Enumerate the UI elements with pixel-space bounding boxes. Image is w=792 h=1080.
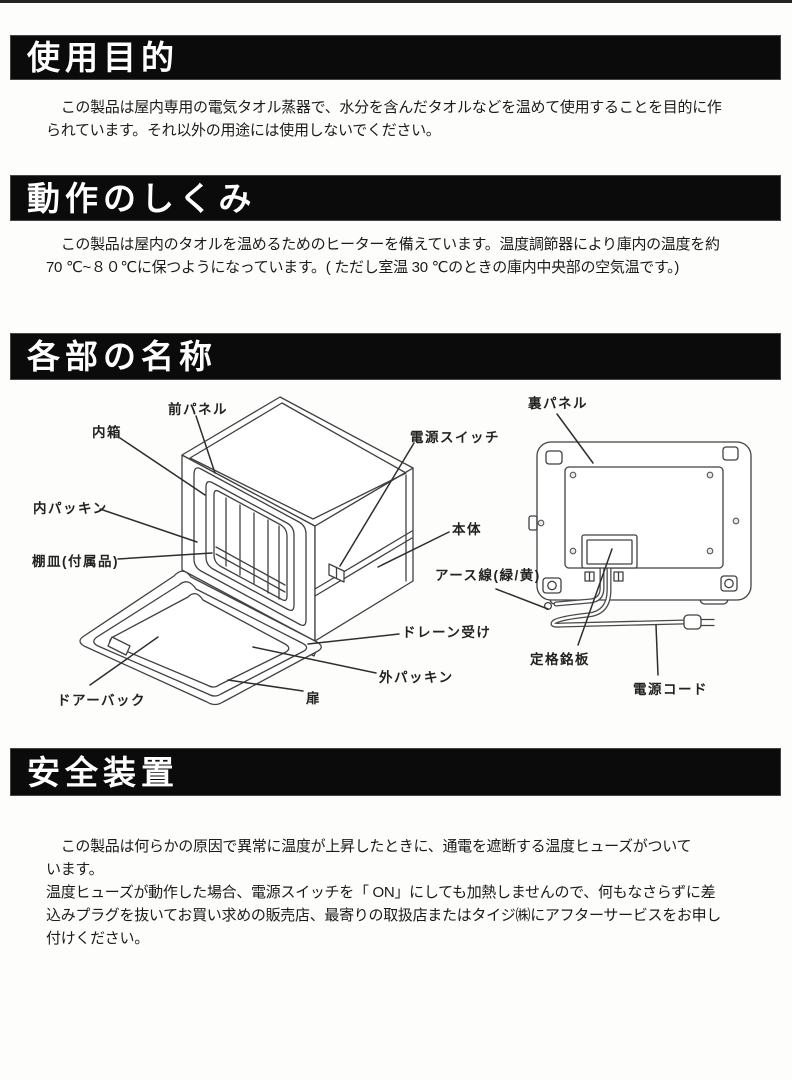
label-door: 扉 — [306, 691, 321, 706]
safety-line-2: います。 — [46, 861, 104, 878]
section-title-mechanism: 動作のしくみ — [27, 179, 257, 217]
safety-paragraph: この製品は何らかの原因で異常に温度が上昇したときに、通電を遮断する温度ヒューズが… — [46, 835, 756, 950]
label-earth-wire: アース線(緑/黄) — [435, 568, 541, 583]
safety-line-5: 付けください。 — [46, 930, 149, 947]
label-shelf-plate: 棚皿(付属品) — [32, 554, 119, 569]
label-inner-packing: 内パッキン — [33, 501, 108, 516]
label-front-panel: 前パネル — [168, 402, 228, 417]
power-switch-part — [328, 563, 345, 583]
mechanism-line-2: 70 ℃~８０℃に保つようになっています。( ただし室温 30 ℃のときの庫内中… — [46, 259, 680, 276]
section-title-purpose: 使用目的 — [27, 39, 179, 76]
cords — [543, 565, 687, 628]
steamer-front-view — [79, 396, 414, 706]
section-banner-purpose: 使用目的 — [10, 35, 781, 80]
rating-plate-part — [581, 534, 638, 569]
safety-line-4: 込みプラグを抜いてお買い求めの販売店、最寄りの取扱店またはタイジ㈱にアフターサー… — [46, 907, 722, 924]
label-rating-plate: 定格銘板 — [530, 652, 590, 667]
section-banner-parts: 各部の名称 — [10, 333, 781, 380]
mechanism-paragraph: この製品は屋内のタオルを温めるためのヒーターを備えています。温度調節器により庫内… — [46, 233, 756, 279]
plug-part — [683, 614, 715, 630]
parts-diagram: 前パネル 内箱 内パッキン 棚皿(付属品) ドアーバック 扉 外パッキン ドレー… — [0, 385, 792, 745]
page-top-rule — [0, 0, 792, 3]
label-outer-packing: 外パッキン — [379, 670, 454, 685]
label-drain-tray: ドレーン受け — [402, 625, 492, 640]
label-main-body: 本体 — [452, 522, 482, 537]
rear-panel-part — [564, 466, 724, 569]
safety-line-3: 温度ヒューズが動作した場合、電源スイッチを「 ON」にしても加熱しませんので、何… — [46, 884, 716, 901]
section-banner-safety: 安全装置 — [10, 748, 781, 796]
purpose-line-2: られています。それ以外の用途には使用しないでください。 — [46, 122, 441, 139]
steamer-rear-view — [528, 441, 752, 630]
label-inner-box: 内箱 — [92, 425, 122, 440]
door-part — [79, 570, 322, 706]
section-banner-mechanism: 動作のしくみ — [10, 175, 781, 221]
safety-line-1: この製品は何らかの原因で異常に温度が上昇したときに、通電を遮断する温度ヒューズが… — [46, 838, 692, 855]
label-power-cord: 電源コード — [633, 682, 708, 697]
section-title-safety: 安全装置 — [27, 753, 179, 791]
purpose-paragraph: この製品は屋内専用の電気タオル蒸器で、水分を含んだタオルなどを温めて使用すること… — [46, 96, 756, 142]
label-power-switch: 電源スイッチ — [410, 430, 500, 445]
section-title-parts: 各部の名称 — [27, 338, 217, 375]
mechanism-line-1: この製品は屋内のタオルを温めるためのヒーターを備えています。温度調節器により庫内… — [46, 236, 720, 253]
label-rear-panel: 裏パネル — [528, 396, 588, 411]
purpose-line-1: この製品は屋内専用の電気タオル蒸器で、水分を含んだタオルなどを温めて使用すること… — [46, 99, 722, 116]
parts-illustration — [79, 396, 752, 706]
label-door-back: ドアーバック — [57, 693, 147, 708]
rear-body — [536, 441, 752, 601]
leader-lines — [89, 413, 659, 692]
